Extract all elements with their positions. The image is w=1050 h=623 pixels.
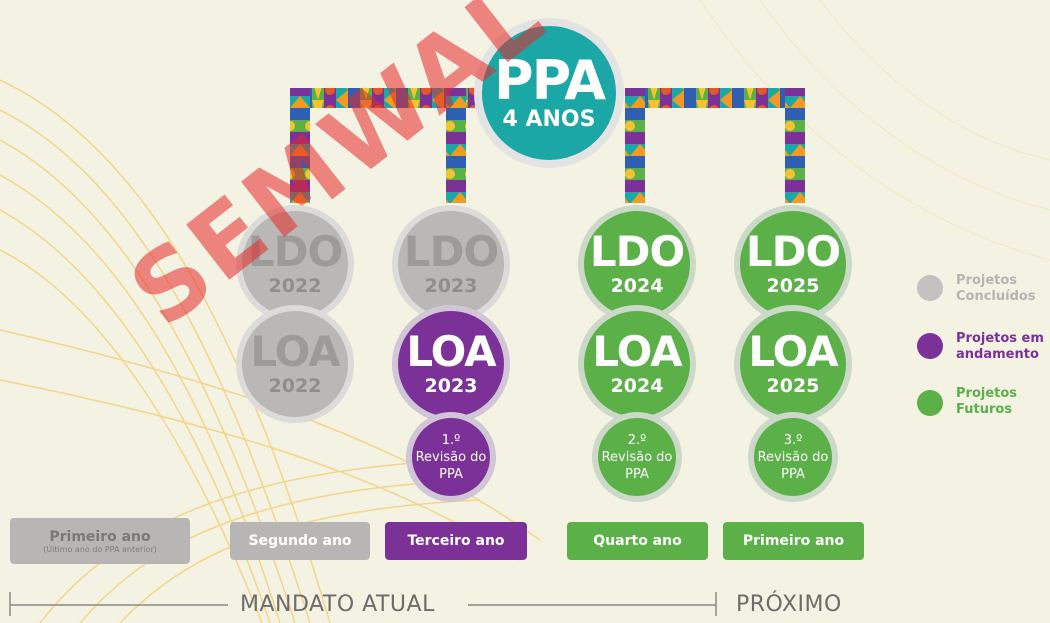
legend-dot-concluded: [917, 275, 943, 301]
loa-label: LOA: [592, 327, 682, 376]
ldo-year: 2025: [766, 275, 820, 297]
loa-2024-circle: LOA 2024: [578, 305, 696, 423]
legend-in-progress: Projetos em andamento: [956, 331, 1044, 362]
year-box-3: Terceiro ano: [385, 522, 527, 560]
loa-2022-circle: LOA 2022: [236, 305, 354, 423]
loa-label: LOA: [250, 327, 340, 376]
year-box-5: Primeiro ano: [723, 522, 864, 560]
revision-2-circle: 2.º Revisão do PPA: [592, 412, 682, 502]
legend-future: Projetos Futuros: [956, 386, 1018, 417]
first-year-sub: (Último ano do PPA anterior): [43, 544, 157, 554]
ldo-label: LDO: [589, 227, 685, 276]
loa-label: LOA: [406, 327, 496, 376]
first-year-label: Primeiro ano: [49, 528, 151, 545]
loa-year: 2022: [268, 375, 322, 397]
legend-concluded: Projetos Concluídos: [956, 273, 1036, 304]
year-box-2: Segundo ano: [230, 522, 370, 560]
revision-label: 3.º Revisão do PPA: [757, 432, 829, 482]
timeline-current: MANDATO ATUAL: [240, 592, 435, 617]
year-box-label: Segundo ano: [248, 533, 352, 549]
ldo-2022-circle: LDO 2022: [236, 205, 354, 323]
revision-label: 2.º Revisão do PPA: [601, 432, 673, 482]
loa-year: 2023: [424, 375, 478, 397]
ppa-subtitle: 4 ANOS: [502, 107, 596, 132]
ppa-title: PPA: [494, 49, 606, 112]
first-year-box: Primeiro ano (Último ano do PPA anterior…: [10, 518, 190, 564]
timeline-next: PRÓXIMO: [736, 592, 842, 617]
ppa-circle: PPA 4 ANOS: [474, 18, 624, 168]
legend-dot-in-progress: [917, 333, 943, 359]
ldo-year: 2023: [424, 275, 478, 297]
year-box-4: Quarto ano: [567, 522, 708, 560]
year-box-label: Quarto ano: [593, 533, 682, 549]
ldo-year: 2024: [610, 275, 664, 297]
ldo-label: LDO: [403, 227, 499, 276]
revision-3-circle: 3.º Revisão do PPA: [748, 412, 838, 502]
loa-2025-circle: LOA 2025: [734, 305, 852, 423]
ldo-year: 2022: [268, 275, 322, 297]
ldo-label: LDO: [745, 227, 841, 276]
revision-label: 1.º Revisão do PPA: [415, 432, 487, 482]
year-box-label: Terceiro ano: [407, 533, 505, 549]
loa-year: 2024: [610, 375, 664, 397]
loa-label: LOA: [748, 327, 838, 376]
loa-2023-circle: LOA 2023: [392, 305, 510, 423]
ldo-label: LDO: [247, 227, 343, 276]
year-box-label: Primeiro ano: [742, 533, 845, 549]
revision-1-circle: 1.º Revisão do PPA: [406, 412, 496, 502]
loa-year: 2025: [766, 375, 820, 397]
legend-dot-future: [917, 390, 943, 416]
